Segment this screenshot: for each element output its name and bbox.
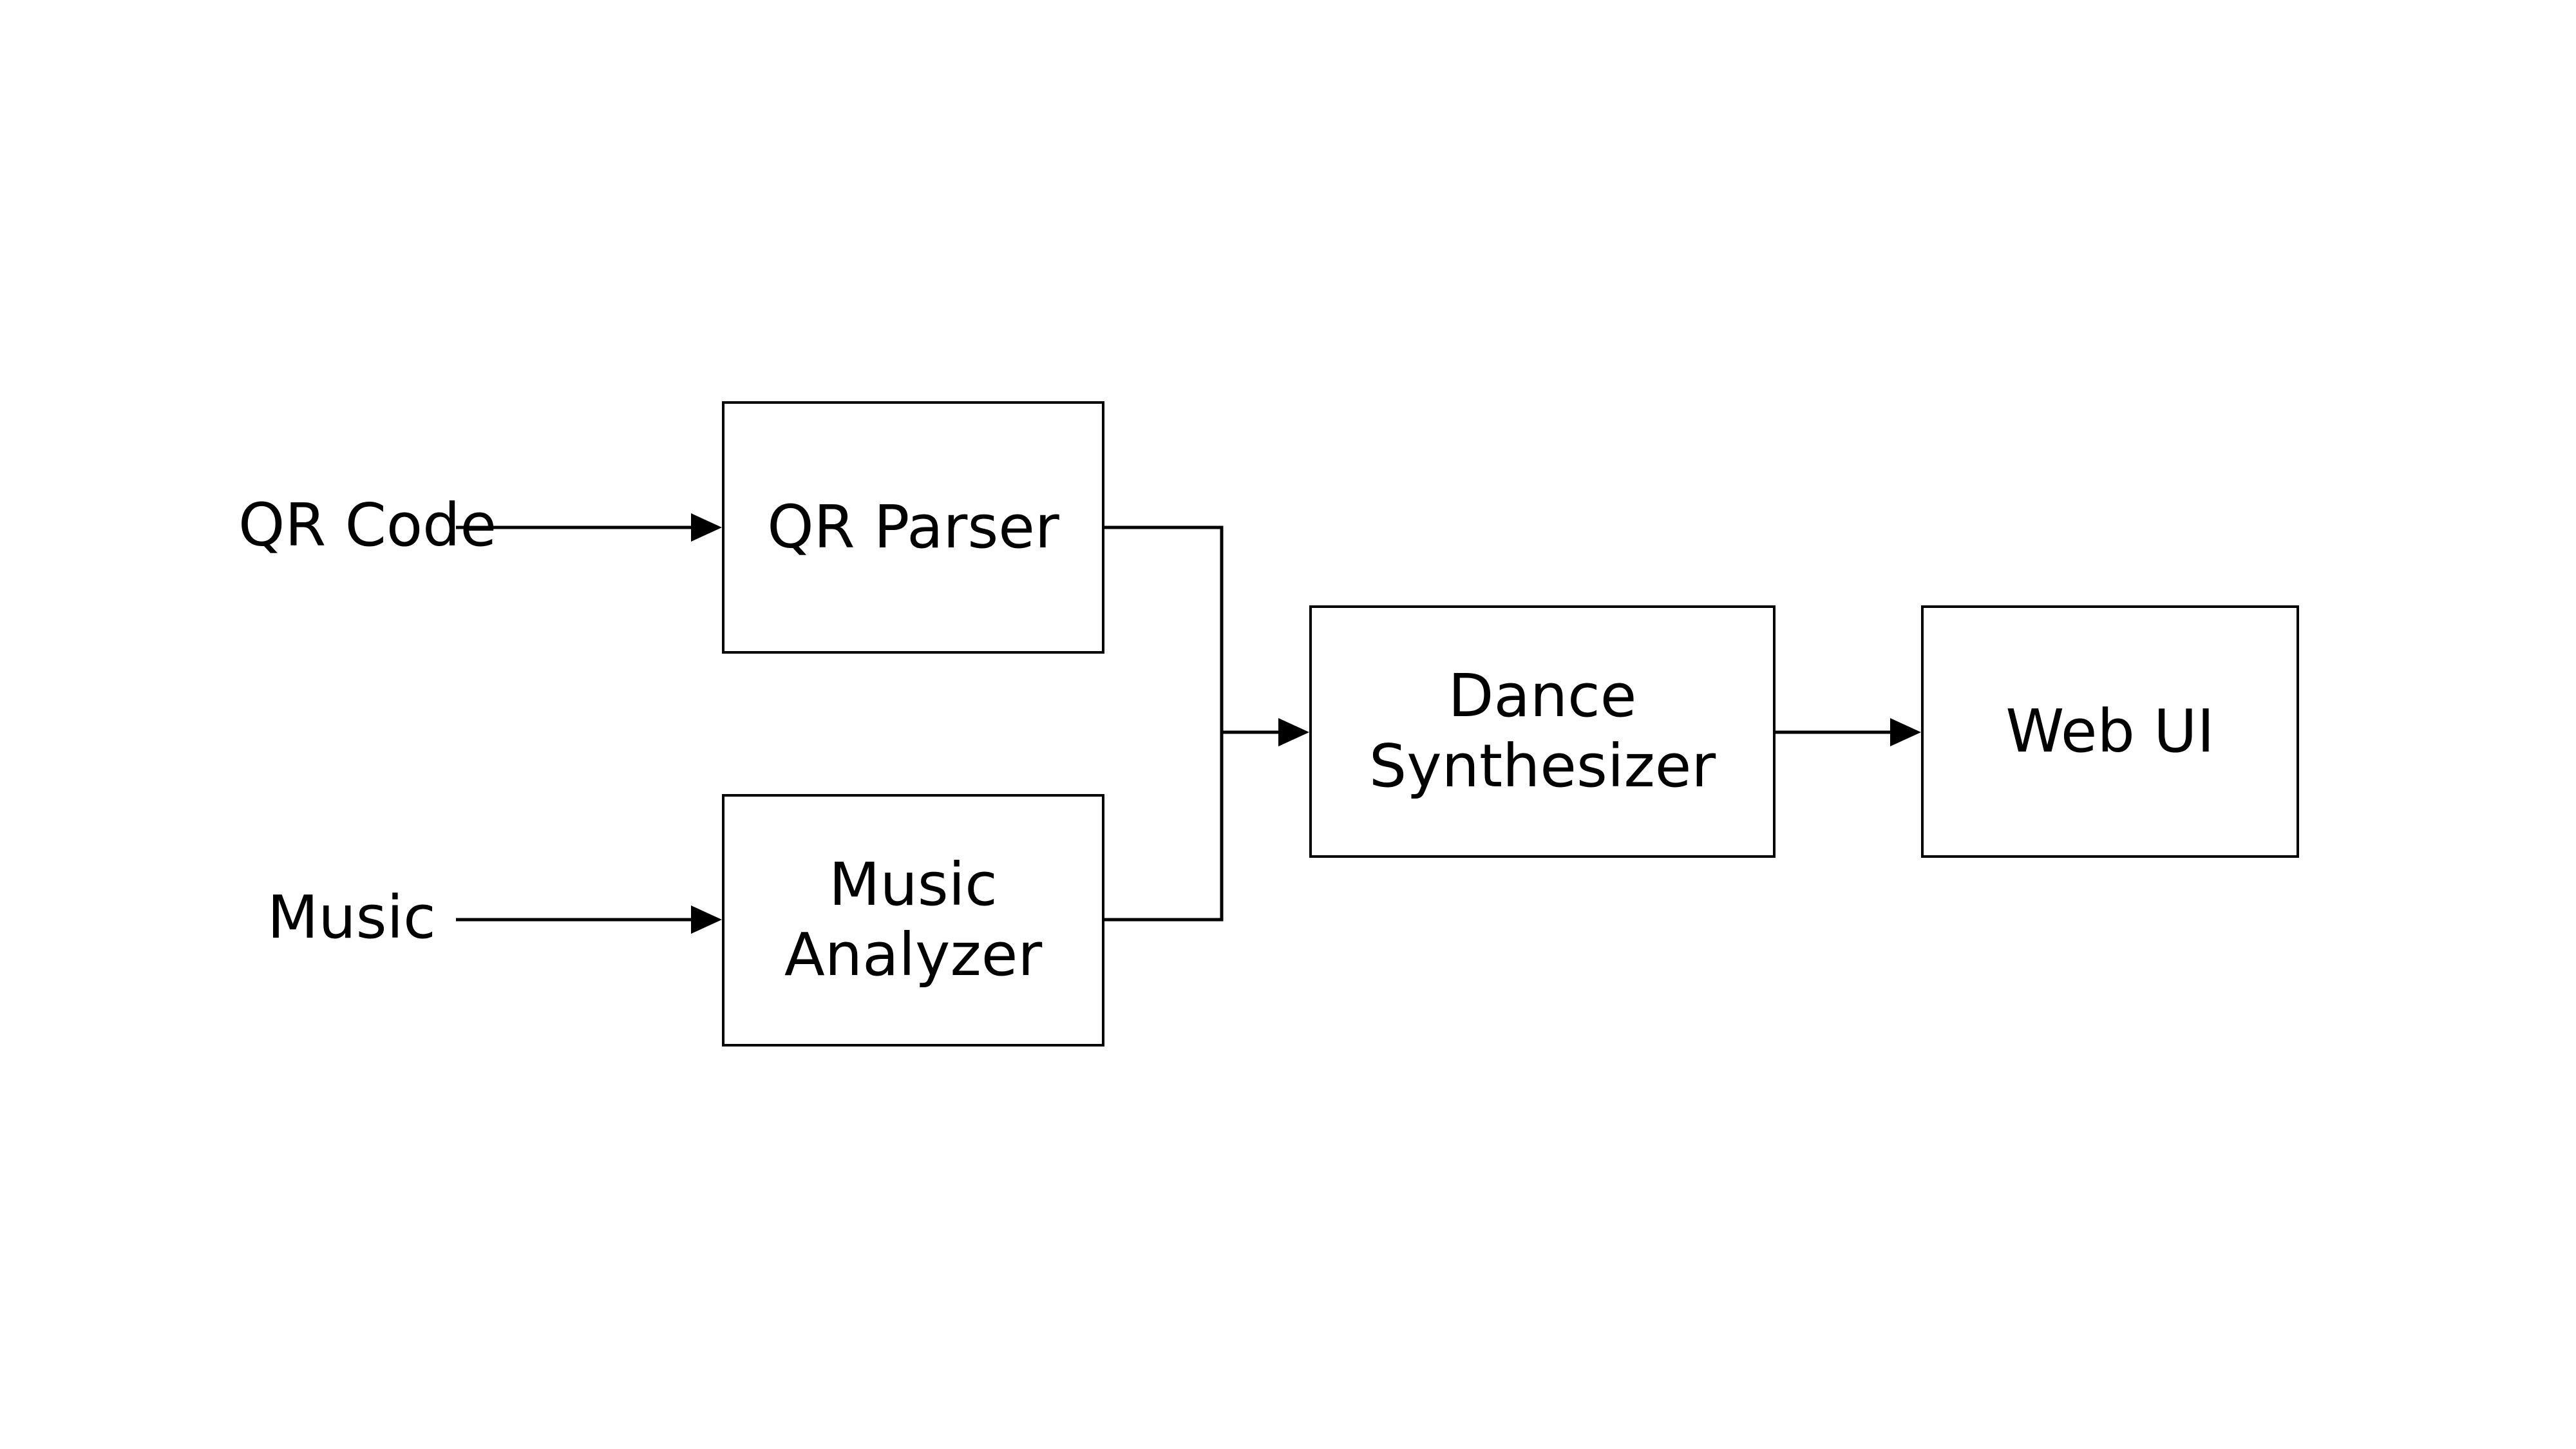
edge-music-to-music-analyzer	[456, 905, 722, 934]
node-music-analyzer[interactable]: Music Analyzer	[722, 794, 1104, 1046]
edge-merge-to-dance-synthesizer	[1222, 718, 1309, 746]
edge-dance-synthesizer-to-web-ui	[1776, 718, 1921, 746]
edge-qr-code-to-qr-parser	[456, 513, 722, 542]
node-qr-parser[interactable]: QR Parser	[722, 401, 1104, 654]
edge-music-analyzer-to-dance-synthesizer	[1104, 732, 1224, 922]
input-label-qr-code: QR Code	[238, 491, 497, 560]
node-dance-synthesizer[interactable]: Dance Synthesizer	[1309, 605, 1776, 858]
edge-qr-parser-to-dance-synthesizer	[1104, 526, 1224, 732]
node-web-ui[interactable]: Web UI	[1921, 605, 2299, 858]
input-label-music: Music	[267, 883, 436, 952]
